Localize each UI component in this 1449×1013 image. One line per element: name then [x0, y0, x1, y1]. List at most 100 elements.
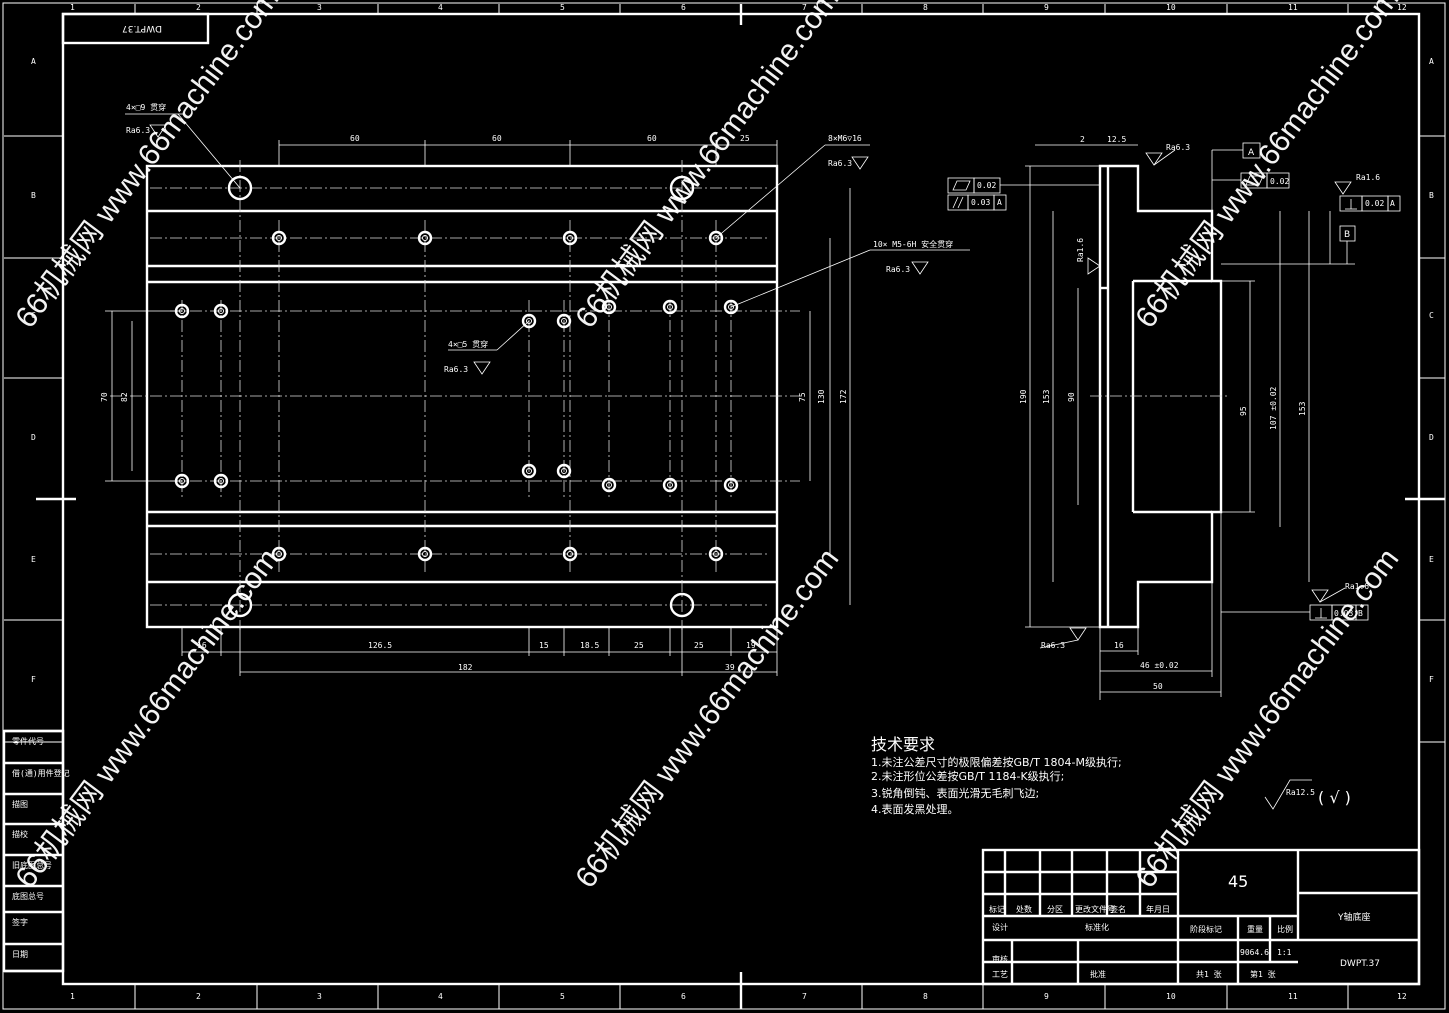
tb-h-2: 处数	[1016, 904, 1032, 914]
top-dim-1: 60	[350, 134, 360, 143]
watermark-5: 66机械网 www.66machine.com	[569, 543, 845, 894]
zone-number-top: 4	[438, 3, 443, 12]
side-right-dim-2: 107 ±0.02	[1269, 386, 1278, 430]
side-left-dim-1: 190	[1019, 389, 1028, 404]
zone-number-bottom: 11	[1288, 992, 1298, 1001]
callout-3: 10× M5-6H 安全贯穿	[873, 239, 953, 249]
side-right-dim-3: 153	[1298, 401, 1307, 416]
zone-number-bottom: 8	[923, 992, 928, 1001]
tapped-hole	[662, 299, 678, 315]
tapped-hole	[708, 230, 724, 246]
zone-number-bottom: 2	[196, 992, 201, 1001]
tb-stage: 阶段标记	[1190, 924, 1222, 934]
left-strip-label: 日期	[12, 950, 28, 959]
tapped-hole-core	[422, 235, 428, 241]
zone-number-bottom: 12	[1397, 992, 1407, 1001]
tb-h-4: 更改文件号	[1075, 904, 1115, 914]
left-strip-label: 描校	[12, 829, 28, 839]
tapped-hole	[723, 477, 739, 493]
zone-number-top: 5	[560, 3, 565, 12]
tapped-hole-core	[422, 551, 428, 557]
bot-dim-5: 25	[634, 641, 644, 650]
zone-letter-left: D	[31, 433, 36, 442]
tapped-hole	[521, 463, 537, 479]
tapped-hole-core	[606, 482, 612, 488]
side-rough-right-b: Ra1.6	[1345, 582, 1369, 591]
left-strip-label: 签字	[12, 917, 28, 927]
zone-letter-right: F	[1429, 675, 1434, 684]
tapped-hole	[213, 473, 229, 489]
tb-process: 工艺	[992, 970, 1008, 979]
zone-number-bottom: 6	[681, 992, 686, 1001]
side-right-dim-1: 95	[1239, 406, 1248, 416]
code-box-text: DWPT.37	[122, 23, 162, 33]
left-strip-label: 底图总号	[12, 891, 44, 901]
zone-number-top: 7	[802, 3, 807, 12]
callout-1: 4×□9 贯穿	[126, 102, 166, 112]
tech-note-3: 3.锐角倒钝、表面光滑无毛刺飞边;	[871, 786, 1039, 800]
bot-dim-3: 15	[539, 641, 549, 650]
side-view: 190 153 90 95 107 ±0.02 153 16 46 ±0.02 …	[947, 135, 1401, 700]
datum-a: A	[1248, 148, 1255, 158]
tech-notes: 技术要求 1.未注公差尺寸的极限偏差按GB/T 1804-M级执行; 2.未注形…	[871, 735, 1351, 816]
tapped-hole	[723, 299, 739, 315]
watermarks: 66机械网 www.66machine.com 66机械网 www.66mach…	[9, 0, 1405, 894]
tapped-hole	[556, 463, 572, 479]
tb-part-name: Y轴底座	[1337, 911, 1371, 923]
zone-number-top: 12	[1397, 3, 1407, 12]
tapped-hole	[417, 546, 433, 562]
tapped-hole	[562, 546, 578, 562]
tapped-hole-core	[713, 551, 719, 557]
tapped-hole-core	[276, 551, 282, 557]
zone-letter-right: C	[1429, 311, 1434, 320]
bot-dim-6: 25	[694, 641, 704, 650]
through-hole	[227, 175, 253, 201]
through-hole	[669, 175, 695, 201]
top-dim-3: 60	[647, 134, 657, 143]
tapped-hole	[601, 299, 617, 315]
front-outline	[145, 164, 779, 629]
side-left-dim-3: 90	[1067, 392, 1076, 402]
zone-letter-right: B	[1429, 191, 1434, 200]
side-rough-right-a: Ra1.6	[1356, 173, 1380, 182]
zone-number-top: 3	[317, 3, 322, 12]
zone-number-bottom: 10	[1166, 992, 1176, 1001]
left-strip-label: 描图	[12, 799, 28, 809]
tol-perp2-ref: B	[1358, 609, 1363, 618]
tb-approve: 批准	[1090, 969, 1106, 979]
tapped-hole	[601, 477, 617, 493]
bot-dim-2: 126.5	[368, 641, 392, 650]
side-top-dim-2: 12.5	[1107, 135, 1126, 144]
bot-right: 39	[725, 663, 735, 672]
tb-material: 45	[1228, 872, 1248, 891]
watermark-6: 66机械网 www.66machine.com	[1129, 543, 1405, 894]
left-dim-2: 82	[120, 392, 129, 402]
tol-par-ref: A	[997, 198, 1002, 207]
through-hole	[669, 592, 695, 618]
tapped-hole-core	[561, 468, 567, 474]
right-dim-3: 172	[839, 389, 848, 404]
bot-dim-4: 18.5	[580, 641, 599, 650]
tb-sheet: 第1 张	[1250, 969, 1276, 979]
side-left-dim-2: 153	[1042, 389, 1051, 404]
tb-total: 共1 张	[1196, 970, 1222, 979]
zone-letter-right: A	[1429, 57, 1434, 66]
zone-number-bottom: 5	[560, 992, 565, 1001]
zone-number-bottom: 1	[70, 992, 75, 1001]
side-bot-dim-3: 50	[1153, 682, 1163, 691]
title-block: 45 Y轴底座 DWPT.37 标记 处数 分区 更改文件号 签名 年月日 设计…	[981, 848, 1421, 986]
tb-scale: 比例	[1277, 924, 1293, 934]
tapped-hole-core	[561, 318, 567, 324]
tb-drawing-no: DWPT.37	[1340, 959, 1380, 969]
tech-note-2: 2.未注形位公差按GB/T 1184-K级执行;	[871, 769, 1064, 783]
tapped-hole-core	[606, 304, 612, 310]
right-dim-2: 130	[817, 389, 826, 404]
zone-number-bottom: 4	[438, 992, 443, 1001]
zone-number-top: 1	[70, 3, 75, 12]
tapped-hole-core	[218, 308, 224, 314]
tapped-hole-core	[567, 235, 573, 241]
